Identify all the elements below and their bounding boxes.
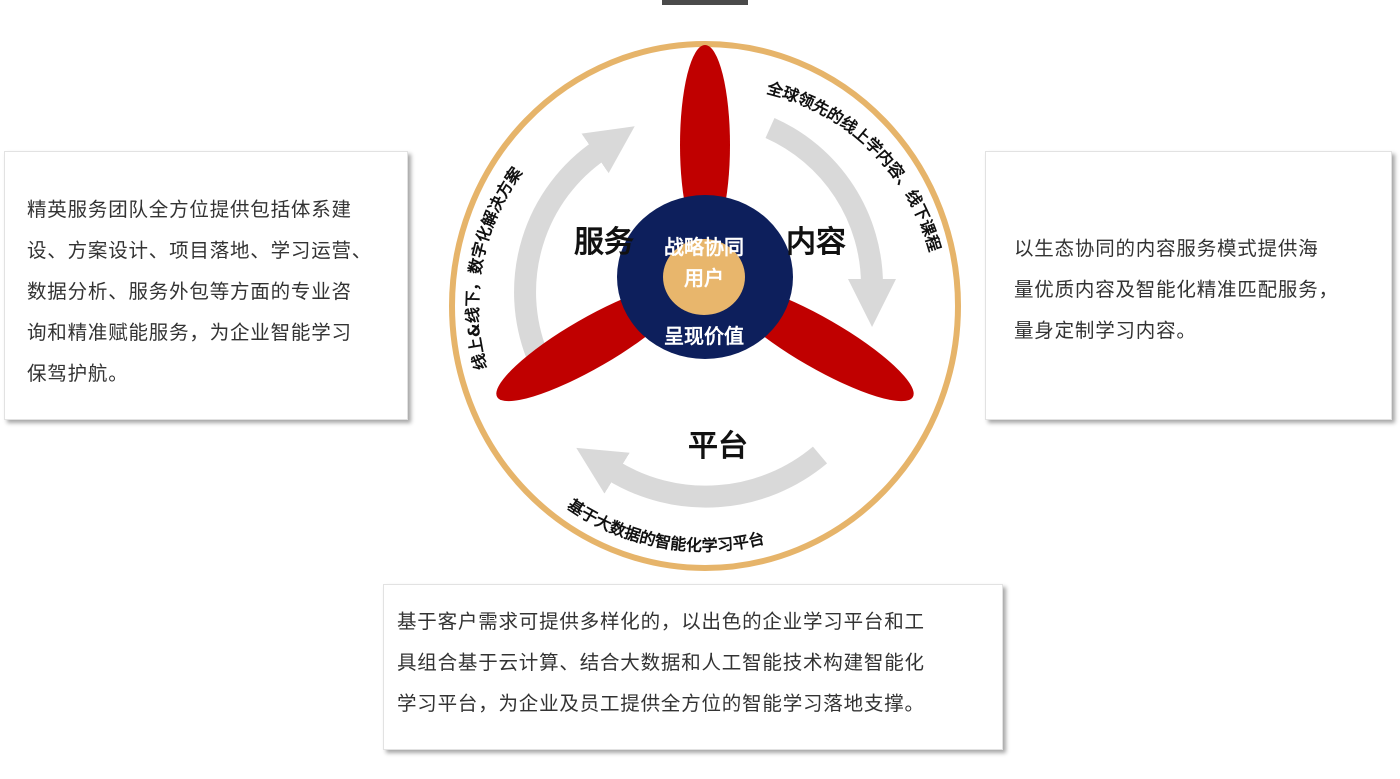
- arrow-platform: [576, 446, 828, 508]
- segment-platform-label: 平台: [688, 429, 748, 464]
- text-line: 量优质内容及智能化精准匹配服务，: [1014, 278, 1339, 301]
- hub-bottom-label: 呈现价值: [664, 324, 744, 348]
- outer-ring: [449, 41, 961, 571]
- text-line: 以生态协同的内容服务模式提供海: [1014, 237, 1319, 260]
- platform-description-box: 基于客户需求可提供多样化的，以出色的企业学习平台和工 具组合基于云计算、结合大数…: [383, 584, 1003, 750]
- text-line: 精英服务团队全方位提供包括体系建: [27, 198, 352, 221]
- top-divider-bar: [662, 0, 748, 5]
- arrow-content: [765, 117, 896, 327]
- segment-content-label: 内容: [786, 225, 846, 260]
- segment-service-label: 服务: [574, 225, 634, 260]
- content-description-box: 以生态协同的内容服务模式提供海 量优质内容及智能化精准匹配服务， 量身定制学习内…: [985, 151, 1392, 420]
- text-line: 保驾护航。: [27, 362, 129, 385]
- hub-top-label: 战略协同: [664, 235, 744, 259]
- text-line: 量身定制学习内容。: [1014, 319, 1197, 342]
- text-line: 具组合基于云计算、结合大数据和人工智能技术构建智能化: [397, 651, 925, 674]
- blade-top: [680, 45, 730, 245]
- core-label: 用户: [684, 266, 724, 290]
- text-line: 数据分析、服务外包等方面的专业咨: [27, 280, 352, 303]
- text-line: 询和精准赋能服务，为企业智能学习: [27, 321, 352, 344]
- arrow-service: [514, 126, 635, 360]
- text-line: 学习平台，为企业及员工提供全方位的智能学习落地支撑。: [397, 692, 925, 715]
- service-description-box: 精英服务团队全方位提供包括体系建 设、方案设计、项目落地、学习运营、 数据分析、…: [4, 151, 408, 420]
- core-circle: [663, 239, 745, 315]
- text-line: 设、方案设计、项目落地、学习运营、: [27, 239, 373, 262]
- text-line: 基于客户需求可提供多样化的，以出色的企业学习平台和工: [397, 610, 925, 633]
